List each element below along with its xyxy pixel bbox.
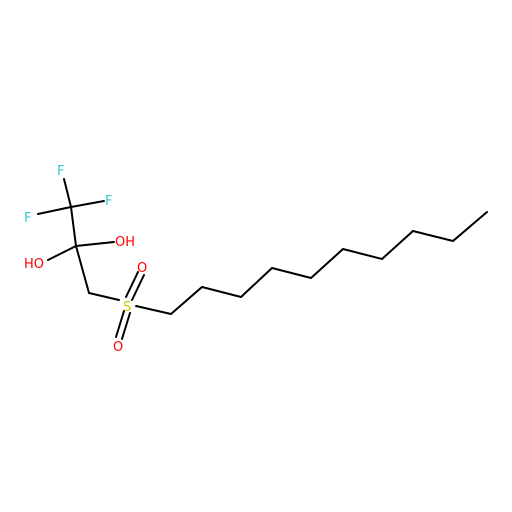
- bond-ch2-to-s: [88, 292, 120, 301]
- bond-c-f-right: [70, 200, 105, 208]
- bond-s-o-lower-a: [115, 310, 125, 338]
- bond-cf3-to-c2: [70, 206, 77, 247]
- bond-c-oh-right: [75, 241, 115, 247]
- hydroxyl-right: OH: [115, 235, 135, 250]
- bond-c-f-left: [37, 206, 72, 215]
- bond-s-o-lower-b: [121, 312, 131, 340]
- alkyl-chain: [170, 211, 488, 315]
- bond-s-to-chain: [135, 305, 172, 315]
- bond-s-o-upper-a: [125, 271, 139, 298]
- bond-c2-to-ch2: [75, 245, 90, 294]
- bond-c-f-top: [63, 178, 72, 208]
- fluorine-atom-top: F: [57, 164, 64, 179]
- bond-s-o-upper-b: [131, 274, 145, 301]
- fluorine-atom-right: F: [105, 194, 112, 209]
- sulfur-atom: S: [123, 300, 131, 315]
- oxygen-atom-lower: O: [113, 340, 123, 355]
- fluorine-atom-left: F: [24, 211, 31, 226]
- bond-c-oh-left: [47, 245, 77, 261]
- hydroxyl-left: HO: [24, 257, 44, 272]
- oxygen-atom-upper: O: [137, 261, 147, 276]
